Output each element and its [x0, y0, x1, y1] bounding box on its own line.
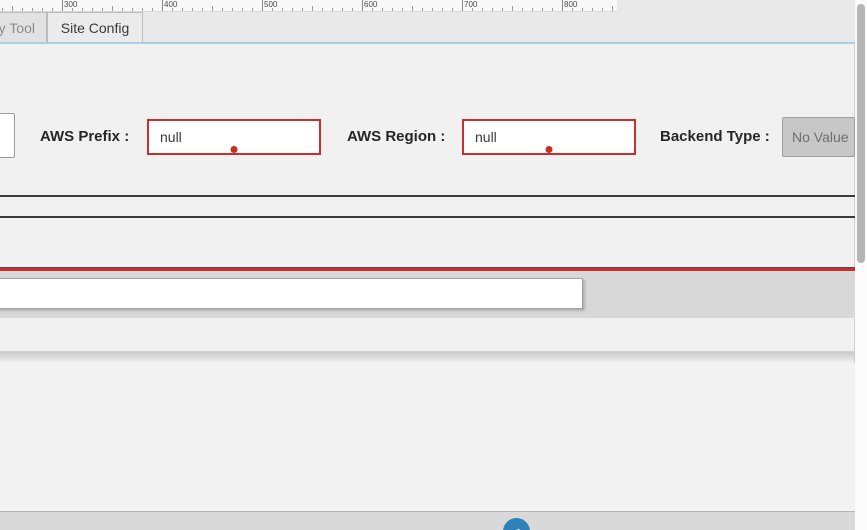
aws-region-field-wrap	[462, 119, 636, 155]
aws-region-label: AWS Region :	[347, 128, 446, 145]
tab-site-config[interactable]: Site Config	[47, 12, 143, 43]
ruler-tick	[92, 8, 93, 11]
error-dot-icon	[230, 146, 238, 153]
ruler-tick	[242, 8, 243, 11]
ruler-label: 600	[364, 0, 378, 9]
panel-divider-shadow	[0, 351, 855, 363]
ruler-tick	[162, 0, 163, 11]
ruler-tick	[82, 8, 83, 11]
ruler-tick	[2, 8, 3, 11]
ruler-tick	[32, 8, 33, 11]
ruler-tick	[552, 8, 553, 11]
backend-type-label: Backend Type :	[660, 128, 770, 145]
ruler-tick	[382, 8, 383, 11]
ruler-tick	[332, 8, 333, 11]
ruler-tick	[152, 8, 153, 11]
ruler-tick	[592, 8, 593, 11]
ruler-tick	[472, 8, 473, 11]
ruler-tick	[252, 8, 253, 11]
ruler-label: 300	[64, 0, 78, 9]
vertical-scrollbar[interactable]	[855, 0, 867, 530]
ruler-tick	[522, 8, 523, 11]
backend-type-select[interactable]: No Value	[782, 117, 855, 157]
ruler-tick	[442, 8, 443, 11]
ruler-tick	[562, 0, 563, 11]
ruler-tick	[302, 8, 303, 11]
tab-site-config-label: Site Config	[60, 20, 130, 36]
tab-tool[interactable]: y Tool	[0, 12, 47, 43]
error-separator-line	[0, 267, 855, 271]
ruler-tick	[492, 8, 493, 11]
ruler-label: 500	[264, 0, 278, 9]
section-separator	[0, 216, 855, 218]
bottom-bar	[0, 511, 855, 530]
backend-type-value: No Value	[792, 129, 849, 145]
ruler-tick	[582, 8, 583, 11]
ruler-tick	[42, 8, 43, 11]
ruler-tick	[212, 6, 213, 11]
ruler-tick	[192, 8, 193, 11]
ruler-tick	[112, 6, 113, 11]
main-content: AWS Prefix : AWS Region : Backend Type :…	[0, 44, 855, 530]
ruler-tick	[292, 8, 293, 11]
ruler-tick	[342, 8, 343, 11]
arrow-icon: ➤	[509, 524, 524, 530]
aws-prefix-label: AWS Prefix :	[40, 128, 130, 145]
ruler-label: 800	[564, 0, 578, 9]
ruler-label: 700	[464, 0, 478, 9]
ruler-tick	[62, 0, 63, 11]
tab-bar-accent-line	[0, 42, 855, 44]
wide-text-input[interactable]	[0, 278, 583, 309]
tab-tool-label: y Tool	[0, 20, 35, 36]
ruler-tick	[532, 8, 533, 11]
ruler-tick	[102, 8, 103, 11]
lower-panel	[0, 363, 855, 511]
ruler-tick	[462, 0, 463, 11]
ruler-tick	[482, 8, 483, 11]
ruler-tick	[352, 8, 353, 11]
floating-action-button[interactable]: ➤	[503, 518, 530, 530]
aws-region-input[interactable]	[462, 119, 636, 155]
ruler-tick	[52, 8, 53, 11]
ruler-tick	[402, 8, 403, 11]
ruler-tick	[142, 8, 143, 11]
measurement-ruler: 300 400 500 600 700 800	[0, 0, 617, 12]
ruler-tick	[272, 8, 273, 11]
ruler-tick	[72, 8, 73, 11]
ruler-tick	[542, 8, 543, 11]
error-dot-icon	[545, 146, 553, 153]
ruler-label: 400	[164, 0, 178, 9]
ruler-tick	[452, 8, 453, 11]
input-band	[0, 271, 855, 318]
ruler-tick	[262, 0, 263, 11]
ruler-tick	[122, 8, 123, 11]
ruler-tick	[222, 8, 223, 11]
ruler-tick	[422, 8, 423, 11]
ruler-tick	[362, 0, 363, 11]
ruler-tick	[372, 8, 373, 11]
top-bar: 300 400 500 600 700 800 y Tool Site Config	[0, 0, 855, 44]
ruler-tick	[502, 8, 503, 11]
ruler-tick	[612, 6, 613, 11]
ruler-tick	[572, 8, 573, 11]
ruler-tick	[172, 8, 173, 11]
ruler-tick	[232, 8, 233, 11]
ruler-tick	[22, 8, 23, 11]
ruler-tick	[282, 8, 283, 11]
aws-prefix-field-wrap	[147, 119, 321, 155]
ruler-tick	[392, 8, 393, 11]
scrollbar-thumb[interactable]	[857, 4, 865, 263]
cutoff-input-field[interactable]	[0, 113, 15, 158]
ruler-tick	[132, 8, 133, 11]
ruler-tick	[182, 8, 183, 11]
ruler-tick	[322, 8, 323, 11]
ruler-tick	[412, 6, 413, 11]
section-separator	[0, 195, 855, 197]
ruler-tick	[312, 6, 313, 11]
ruler-tick	[512, 6, 513, 11]
ruler-tick	[12, 6, 13, 11]
ruler-tick	[432, 8, 433, 11]
ruler-tick	[602, 8, 603, 11]
ruler-tick	[202, 8, 203, 11]
